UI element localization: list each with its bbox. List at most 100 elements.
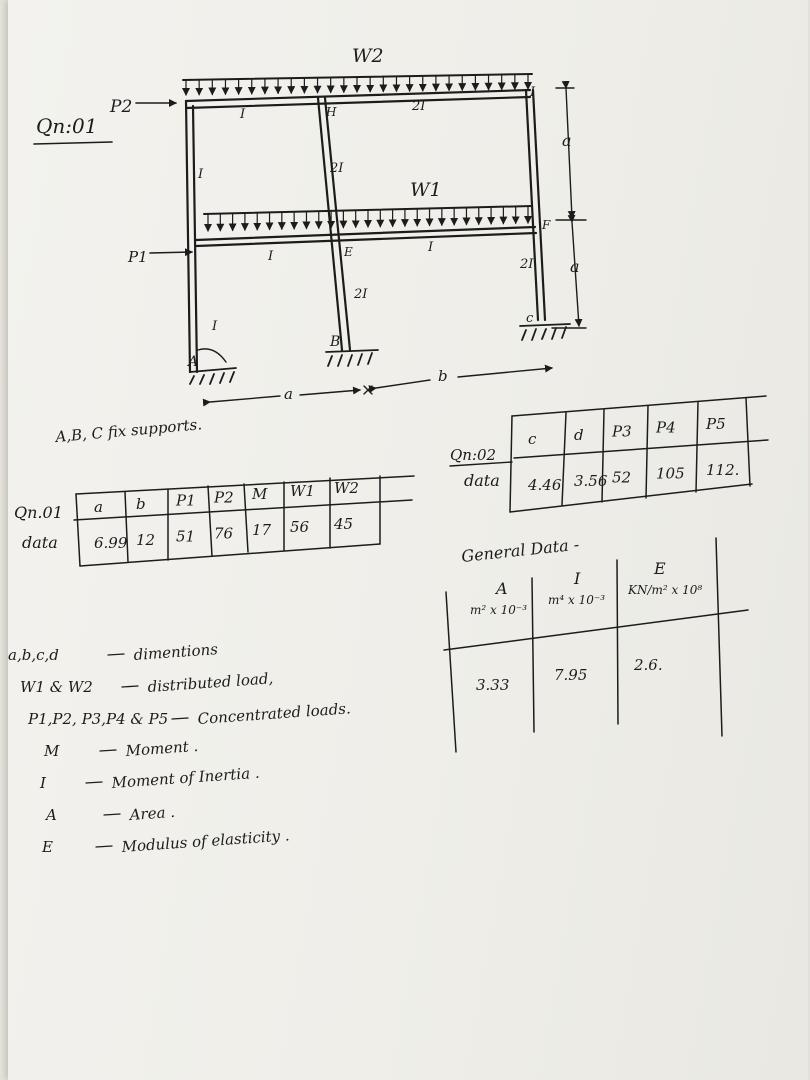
legend-symbol-6: E [41, 838, 53, 856]
top-left-beam-label: I [239, 107, 246, 122]
vertical-dim-upper [561, 80, 576, 219]
legend-meaning-2: Concentrated loads. [197, 699, 351, 728]
qn1_table-header-4: M [251, 485, 268, 503]
p1-arrow [149, 248, 193, 257]
legend-meaning-0: dimentions [133, 640, 219, 664]
general-header-separator [443, 609, 749, 651]
joint-f-label: F [541, 218, 551, 232]
lower-left-column-label: I [211, 319, 218, 334]
qn1-table-label: Qn.01 [14, 503, 63, 522]
qn1_table-header-2: P1 [175, 492, 196, 510]
support-a: A [186, 348, 237, 385]
qn2_table-header-3: P4 [655, 419, 676, 437]
paper-sheet [8, 0, 808, 1080]
qn1-row-label: data [22, 533, 58, 552]
joint-c-label: c [526, 311, 534, 326]
supports-note: A,B, C fix supports. [53, 415, 203, 446]
vertical-dim-lower [567, 214, 583, 327]
legend-meaning-3: Moment . [124, 737, 199, 760]
horizontal-dim-b-right [457, 364, 553, 378]
w2-load-line [182, 73, 533, 81]
legend-symbol-2: P1,P2, P3,P4 & P5 [27, 710, 168, 728]
qn2_table-value-3: 105 [656, 465, 685, 483]
question-label-underline [33, 141, 113, 145]
qn2_table-value-0: 4.46 [527, 476, 562, 494]
qn2_table-value-2: 52 [612, 468, 631, 486]
load-w2-label: W2 [352, 45, 384, 67]
qn2-row-label: data [464, 471, 500, 490]
top-right-beam-label: 2I [411, 99, 426, 114]
left-column [184, 99, 199, 374]
legend-symbol-3: M [43, 742, 60, 760]
general-col-unit-1: m⁴ x 10⁻³ [548, 593, 605, 607]
general-col-name-2: E [653, 559, 666, 578]
legend-dash [103, 813, 121, 816]
qn1_table-header-3: P2 [213, 488, 234, 506]
upper-mid-column-label: 2I [329, 161, 344, 176]
qn2_table-header-0: c [528, 430, 537, 448]
upper-left-column-label: I [197, 167, 204, 182]
legend-symbol-1: W1 & W2 [20, 678, 93, 696]
dim-a-horizontal: a [284, 385, 293, 403]
top-beam [184, 88, 532, 110]
legend-meaning-6: Modulus of elasticity . [120, 826, 290, 856]
legend-symbol-4: I [39, 774, 47, 792]
qn2_table-header-4: P5 [705, 415, 726, 433]
joint-a-label: A [186, 354, 198, 370]
legend-dash [95, 845, 113, 848]
mid-left-beam-label: I [267, 249, 274, 264]
support-b: B [325, 334, 379, 367]
general-data-title: General Data - [460, 535, 580, 566]
middle-beam [194, 225, 538, 248]
load-p1-label: P1 [127, 248, 148, 266]
frame-diagram: Qn:01 W2 I 2I H I P2 I I 2I 2I 2I W1 I [33, 45, 587, 446]
middle-column [316, 96, 352, 352]
horizontal-dim-a-right [299, 386, 361, 396]
qn1_table-header-5: W1 [290, 482, 315, 500]
legend-dash [85, 781, 103, 784]
qn1_table-header-1: b [136, 495, 146, 513]
legend-meaning-4: Moment of Inertia . [110, 764, 260, 792]
load-p2-label: P2 [109, 97, 132, 117]
support-c: c [519, 311, 571, 341]
qn1_table-header-0: a [94, 498, 103, 516]
load-w1-label: W1 [410, 179, 442, 201]
legend-dash [121, 685, 139, 688]
qn1_table-value-5: 56 [290, 518, 310, 536]
dim-a-upper: a [562, 131, 572, 150]
right-column [524, 88, 547, 322]
qn1-grid-cols [75, 475, 381, 567]
qn1_table-value-1: 12 [136, 531, 155, 549]
horizontal-dim-mid-mark [363, 385, 373, 395]
qn2_table-header-1: d [574, 426, 584, 444]
qn2-grid-rows [509, 395, 769, 513]
qn2-label-underline [449, 461, 513, 467]
general-col-value-2: 2.6. [633, 656, 663, 674]
lower-mid-column-label: 2I [353, 287, 368, 302]
qn2_table-header-2: P3 [611, 422, 632, 440]
dim-a-lower: a [570, 257, 580, 276]
general-grid-cols [445, 537, 723, 753]
w2-load-arrows [182, 74, 532, 96]
qn1_table-value-0: 6.99 [94, 534, 128, 552]
legend-dash [99, 749, 117, 752]
joint-e-label: E [343, 245, 353, 259]
general-col-value-0: 3.33 [476, 676, 509, 694]
w1-load-line [203, 205, 533, 215]
w1-load-arrows [204, 206, 532, 232]
general-col-name-1: I [573, 569, 581, 588]
qn2-grid-cols [509, 397, 751, 513]
legend-meaning-1: distributed load, [147, 669, 274, 696]
qn1_table-header-6: W2 [334, 479, 359, 497]
general-col-name-0: A [494, 579, 508, 598]
legend-symbol-0: a,b,c,d [8, 646, 59, 664]
qn2_table-value-4: 112. [706, 461, 739, 479]
legend-dash [107, 653, 125, 656]
top-mid-joint-label: H [325, 105, 337, 119]
